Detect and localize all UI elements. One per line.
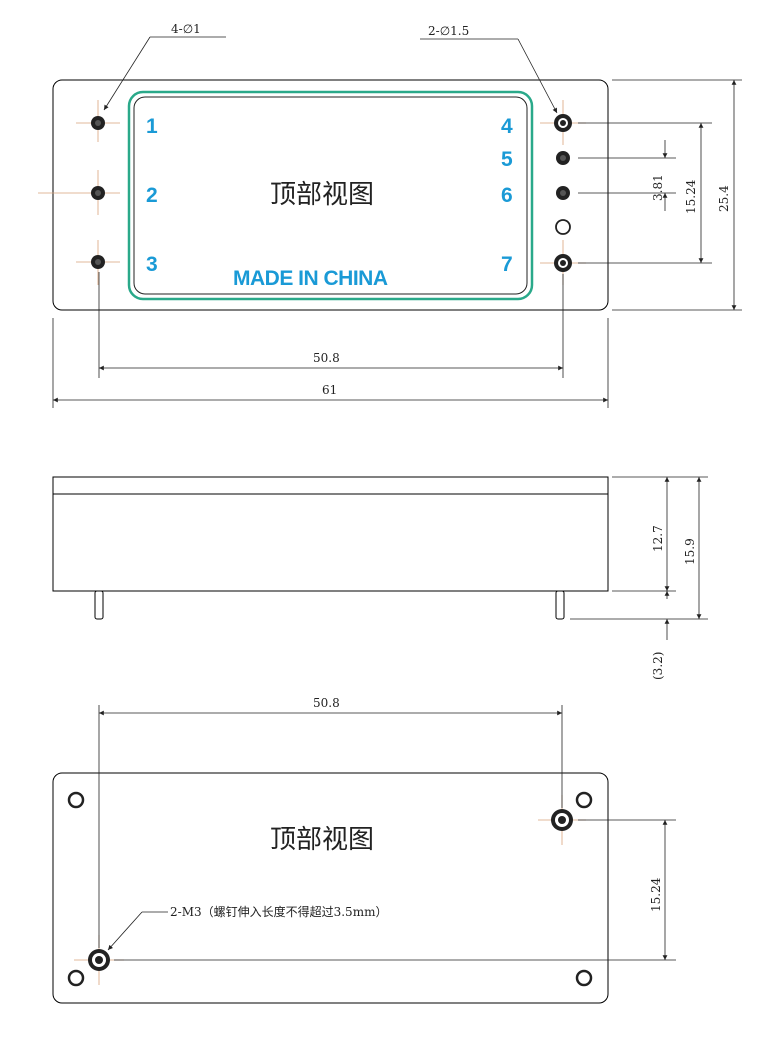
corner-hole-top-right [575, 791, 593, 809]
pin-label-3: 3 [146, 253, 158, 276]
bottom-view-outline [52, 772, 609, 1004]
screw-note-leader [107, 911, 168, 951]
mount-insert-bottom-left [88, 949, 110, 971]
corner-hole-bottom-left [67, 969, 85, 987]
pin-6-hole [556, 186, 570, 200]
corner-hole-bottom-right [575, 969, 593, 987]
side-pin-left [94, 590, 104, 620]
side-view: 12.7 15.9 (3.2) [52, 476, 708, 680]
top-view-outline [52, 79, 609, 311]
pin-3-hole [91, 255, 105, 269]
side-pin-right [555, 590, 565, 620]
pin-4-hole [554, 114, 572, 132]
dim-mount-span: 50.8 [313, 696, 340, 710]
dim-pin-pitch: 3.81 [651, 174, 665, 201]
dim-total-height: 15.9 [683, 538, 697, 565]
hole-note-right: 2-∅1.5 [428, 24, 469, 38]
made-in-china-marking: MADE IN CHINA [233, 267, 388, 290]
pin-label-4: 4 [501, 115, 513, 138]
dim-pin-span: 50.8 [313, 351, 340, 365]
dim-pin-length: (3.2) [651, 652, 665, 680]
dim-body-height: 12.7 [651, 525, 665, 552]
hole-note-right-leader [420, 38, 558, 114]
top-view: 1 2 3 4 5 6 7 顶部视图 MADE IN CHINA 4-∅1 2-… [38, 22, 742, 408]
pin-label-7: 7 [501, 253, 513, 276]
pin-label-1: 1 [146, 115, 158, 138]
side-dim-extension-lines [570, 476, 708, 620]
dim-mount-span-lines [98, 705, 563, 948]
screw-note: 2-M3（螺钉伸入长度不得超过3.5mm） [170, 904, 387, 919]
label-window-inner [133, 96, 528, 295]
dim-mount-vertical: 15.24 [649, 877, 663, 912]
mount-insert-top-right [551, 809, 573, 831]
hole-note-left: 4-∅1 [171, 22, 201, 36]
empty-pin-position [555, 219, 571, 235]
pin-label-2: 2 [146, 184, 158, 207]
dim-total-length: 61 [322, 383, 337, 397]
dim-mount-vertical-lines [114, 819, 676, 961]
pin-label-5: 5 [501, 148, 513, 171]
pin-2-hole [91, 186, 105, 200]
bottom-view-title: 顶部视图 [270, 825, 374, 855]
pin-5-hole [556, 151, 570, 165]
side-view-body [52, 476, 609, 592]
hole-note-left-leader [103, 36, 226, 111]
dim-pin-span-lines [98, 272, 564, 378]
dim-pin-span-vertical: 15.24 [684, 179, 698, 214]
mount-center-lines [74, 795, 586, 985]
pin-1-hole [91, 116, 105, 130]
bottom-view: 顶部视图 50.8 2-M3（螺钉伸入长度不得超过3.5mm） 15.24 [52, 696, 676, 1004]
pin-label-6: 6 [501, 184, 513, 207]
corner-hole-top-left [67, 791, 85, 809]
dim-total-width: 25.4 [717, 185, 731, 212]
pin-7-hole [554, 254, 572, 272]
top-view-title: 顶部视图 [270, 180, 374, 210]
label-window-outer [127, 90, 534, 301]
dim-vertical-extension-lines [578, 79, 742, 311]
dim-total-length-lines [52, 318, 609, 408]
